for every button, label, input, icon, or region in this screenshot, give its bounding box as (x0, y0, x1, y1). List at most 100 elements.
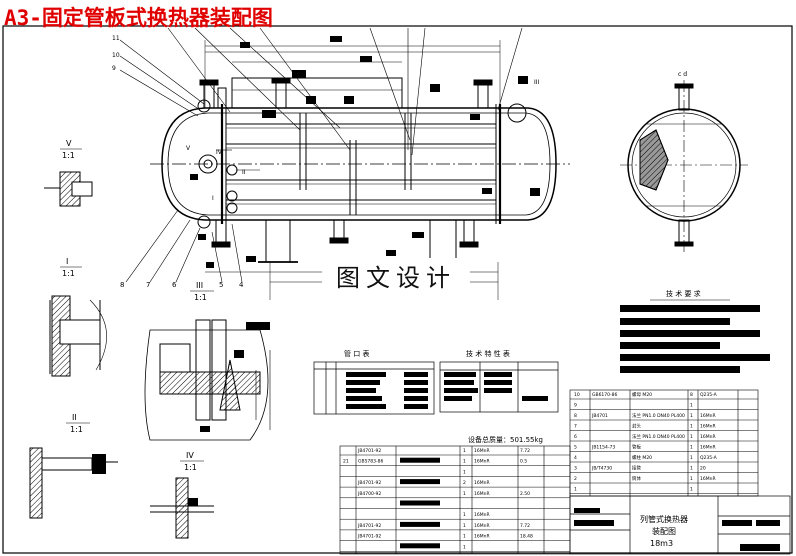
bom-row-mat: 16MnR (474, 459, 490, 465)
parts-row-qty: 1 (690, 403, 693, 409)
balloon-8: 8 (120, 281, 124, 289)
parts-row-qty: 1 (690, 466, 693, 472)
bom-row-qty: 2 (463, 480, 466, 486)
parts-row-qty: 1 (690, 434, 693, 440)
bom-row-qty: 1 (463, 469, 466, 475)
spec-table (439, 361, 559, 413)
parts-row-mat: 16MnR (700, 413, 716, 419)
bom-row-code: JB4701-92 (357, 534, 381, 540)
spec-table-rows (444, 372, 548, 401)
parts-row-name: 法兰 PN1.0 DN40 PL400 (632, 412, 685, 419)
bom-row-qty: 1 (463, 491, 466, 497)
parts-row-no: 3 (574, 466, 577, 472)
detail-iv-scale: 1:1 (184, 463, 197, 472)
parts-row-name: 法兰 PN1.0 DN40 PL400 (632, 433, 685, 440)
parts-row-no: 10 (574, 392, 580, 398)
bom-row-mat: 16MnR (474, 491, 490, 497)
balloon-9: 9 (112, 65, 116, 72)
bom-row-weight: 7.72 (520, 523, 530, 529)
detail-view-iii: III 1:1 (144, 281, 271, 441)
nozzle-table-title: 管 口 表 (344, 349, 369, 358)
title-block-capacity: 18m3 (650, 539, 673, 548)
parts-row-mat: 16MnR (700, 434, 716, 440)
bom-row-qty: 1 (463, 459, 466, 465)
watermark: 图文设计 (322, 258, 470, 298)
detail-i-scale: 1:1 (62, 269, 75, 278)
title-block (569, 495, 791, 555)
parts-row-code: JB4701 (591, 413, 608, 419)
detail-iii-label: III (196, 281, 203, 290)
balloon-6: 6 (172, 281, 177, 289)
nozzle-table (313, 361, 435, 415)
parts-row-name: 螺柱 M20 (632, 454, 652, 461)
balloon-5: 5 (219, 281, 223, 289)
nozzle-table-rows (346, 372, 428, 409)
parts-list-grid (569, 389, 759, 497)
title-block-name: 列管式换热器 (640, 514, 688, 524)
detail-v-label: V (66, 139, 72, 148)
parts-row-name: 管板 (632, 444, 641, 451)
svg-text:I: I (212, 195, 214, 202)
bom-row-qty: 1 (463, 448, 466, 454)
parts-row-no: 2 (574, 476, 577, 482)
parts-row-no: 9 (574, 403, 577, 409)
bom-row-qty: 1 (463, 544, 466, 550)
balloon-cd: c d (678, 71, 687, 78)
bom-row-no: 21 (343, 459, 349, 465)
bom-row-mat: 16MnR (474, 512, 490, 518)
parts-row-mat: 16MnR (700, 424, 716, 430)
parts-row-mat: 16MnR (700, 476, 716, 482)
title-block-subtitle: 装配图 (652, 526, 676, 536)
elevation-small-labels: V I II IV (186, 145, 246, 202)
balloon-10: 10 (112, 52, 120, 59)
parts-row-name: 螺母 M20 (632, 391, 652, 398)
total-weight-label: 设备总质量：501.55kg (468, 435, 543, 444)
bom-row-code: GB5783-86 (358, 459, 384, 465)
parts-row-qty: 1 (690, 487, 693, 493)
bom-row-qty: 1 (463, 534, 466, 540)
svg-text:V: V (186, 145, 191, 152)
req-text-lines (620, 305, 770, 373)
bom-row-qty: 1 (463, 523, 466, 529)
title-block-fills (574, 508, 780, 551)
spec-table-title: 技 术 特 性 表 (466, 349, 510, 358)
balloon-iii: III (534, 79, 540, 86)
bom-redaction (400, 500, 440, 506)
bom-row-code: JB4701-92 (357, 448, 381, 454)
vessel-elevation (119, 27, 570, 300)
bom-row-mat: 16MnR (474, 480, 490, 486)
parts-row-name: 封头 (632, 423, 641, 430)
part-balloons-top: 11 10 9 III c d (112, 35, 687, 86)
bom-row-weight: 18.48 (520, 534, 533, 540)
parts-row-mat: Q235-A (700, 392, 718, 398)
parts-row-qty: 8 (690, 392, 693, 398)
parts-row-name: 筒体 (632, 475, 641, 482)
parts-row-code: JB1154-73 (591, 445, 615, 451)
bom-row-mat: 16MnR (474, 534, 490, 540)
parts-row-name: 接管 (632, 465, 641, 472)
parts-row-mat: 16MnR (700, 445, 716, 451)
parts-row-mat: Q235-A (700, 455, 718, 461)
parts-row-no: 6 (574, 434, 577, 440)
detail-iv-label: IV (186, 451, 194, 460)
bom-redaction (400, 479, 440, 485)
parts-row-no: 8 (574, 413, 577, 419)
parts-row-no: 1 (574, 487, 577, 493)
parts-row-mat: 20 (700, 466, 706, 472)
bom-redaction (400, 457, 440, 463)
balloon-4: 4 (239, 281, 244, 289)
detail-v-scale: 1:1 (62, 151, 75, 160)
parts-row-no: 7 (574, 424, 577, 430)
detail-view-iv: IV 1:1 (150, 451, 214, 539)
parts-row-qty: 1 (690, 455, 693, 461)
parts-row-code: JB/T4730 (591, 466, 612, 472)
detail-view-i: I 1:1 (49, 257, 107, 377)
parts-row-code: GB6170-86 (592, 392, 618, 398)
detail-i-label: I (66, 257, 68, 266)
bom-redaction (400, 543, 440, 549)
bom-row-code: JB4701-92 (357, 523, 381, 529)
svg-text:IV: IV (216, 149, 223, 156)
end-view (620, 80, 748, 252)
parts-row-no: 5 (574, 445, 577, 451)
